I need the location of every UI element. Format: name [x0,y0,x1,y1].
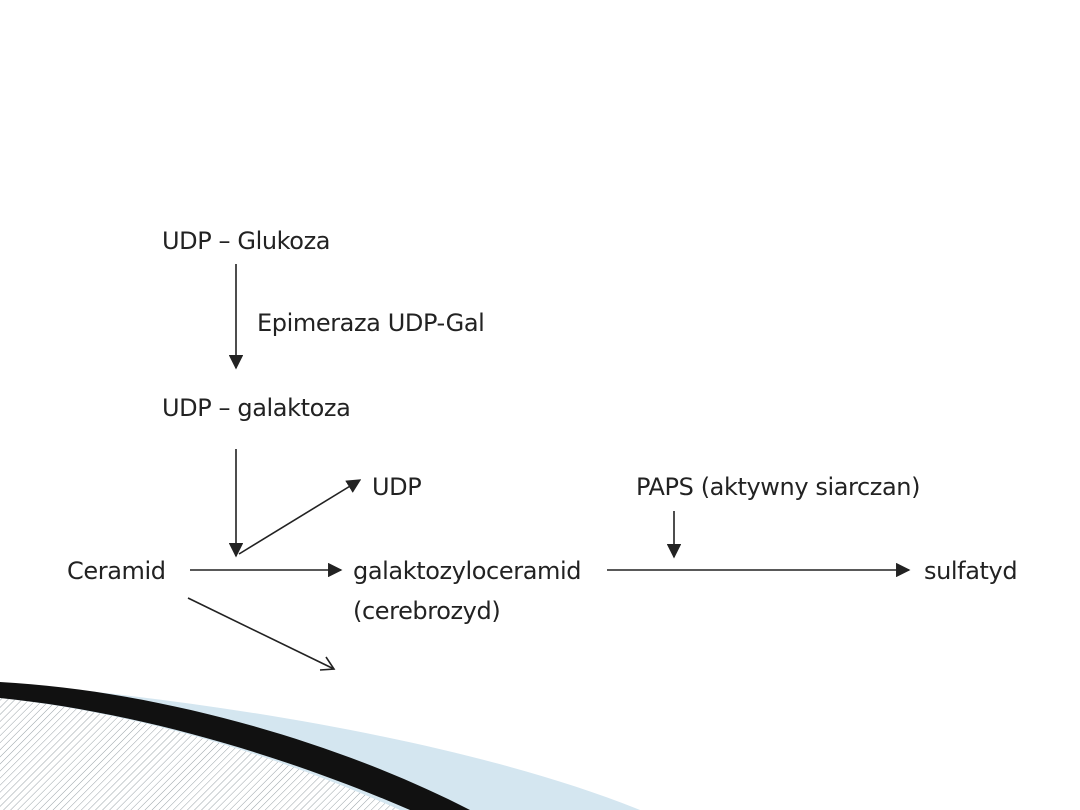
node-galaktozyloceramid: galaktozyloceramid [353,557,582,585]
enzyme-label-epimeraza: Epimeraza UDP-Gal [257,309,485,337]
dark-swoosh [0,682,470,810]
hatched-corner [0,690,400,810]
arrow-ceramid-diagonal [187,597,335,670]
node-udp-glukoza: UDP – Glukoza [162,227,331,255]
node-paps: PAPS (aktywny siarczan) [636,473,921,501]
node-sulfatyd: sulfatyd [924,557,1018,585]
arrow-to-udp [238,479,362,555]
node-udp: UDP [372,473,422,501]
node-udp-galaktoza: UDP – galaktoza [162,394,351,422]
node-ceramid: Ceramid [67,557,166,585]
arrow-ceramid-diagonal-head [319,656,336,671]
node-cerebrozyd: (cerebrozyd) [353,597,501,625]
